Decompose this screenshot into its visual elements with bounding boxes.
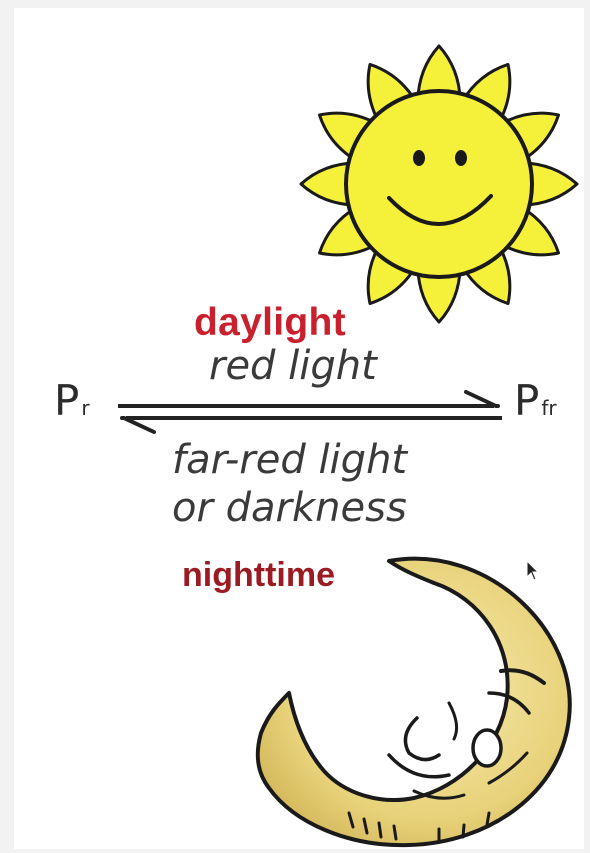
forward-condition-label: red light xyxy=(209,346,377,386)
pfr-main: P xyxy=(514,376,539,425)
reverse-condition-line1: far-red light xyxy=(172,440,407,480)
sun-face xyxy=(346,91,532,277)
moon-crescent xyxy=(258,559,570,845)
sun-right-eye xyxy=(455,150,467,166)
pr-subscript: r xyxy=(81,396,89,420)
daylight-label: daylight xyxy=(194,301,346,345)
moon-cheek-line xyxy=(449,703,457,739)
moon-nose xyxy=(405,718,439,760)
reverse-condition-line2: or darkness xyxy=(172,488,407,528)
smiling-sun-icon xyxy=(289,36,590,336)
sleeping-moon-icon xyxy=(239,543,584,853)
pr-main: P xyxy=(54,376,79,425)
pfr-subscript: fr xyxy=(541,396,556,420)
reverse-arrowhead xyxy=(122,418,154,432)
forward-arrowhead xyxy=(466,392,498,406)
moon-eye xyxy=(473,730,501,766)
sun-left-eye xyxy=(413,150,425,166)
